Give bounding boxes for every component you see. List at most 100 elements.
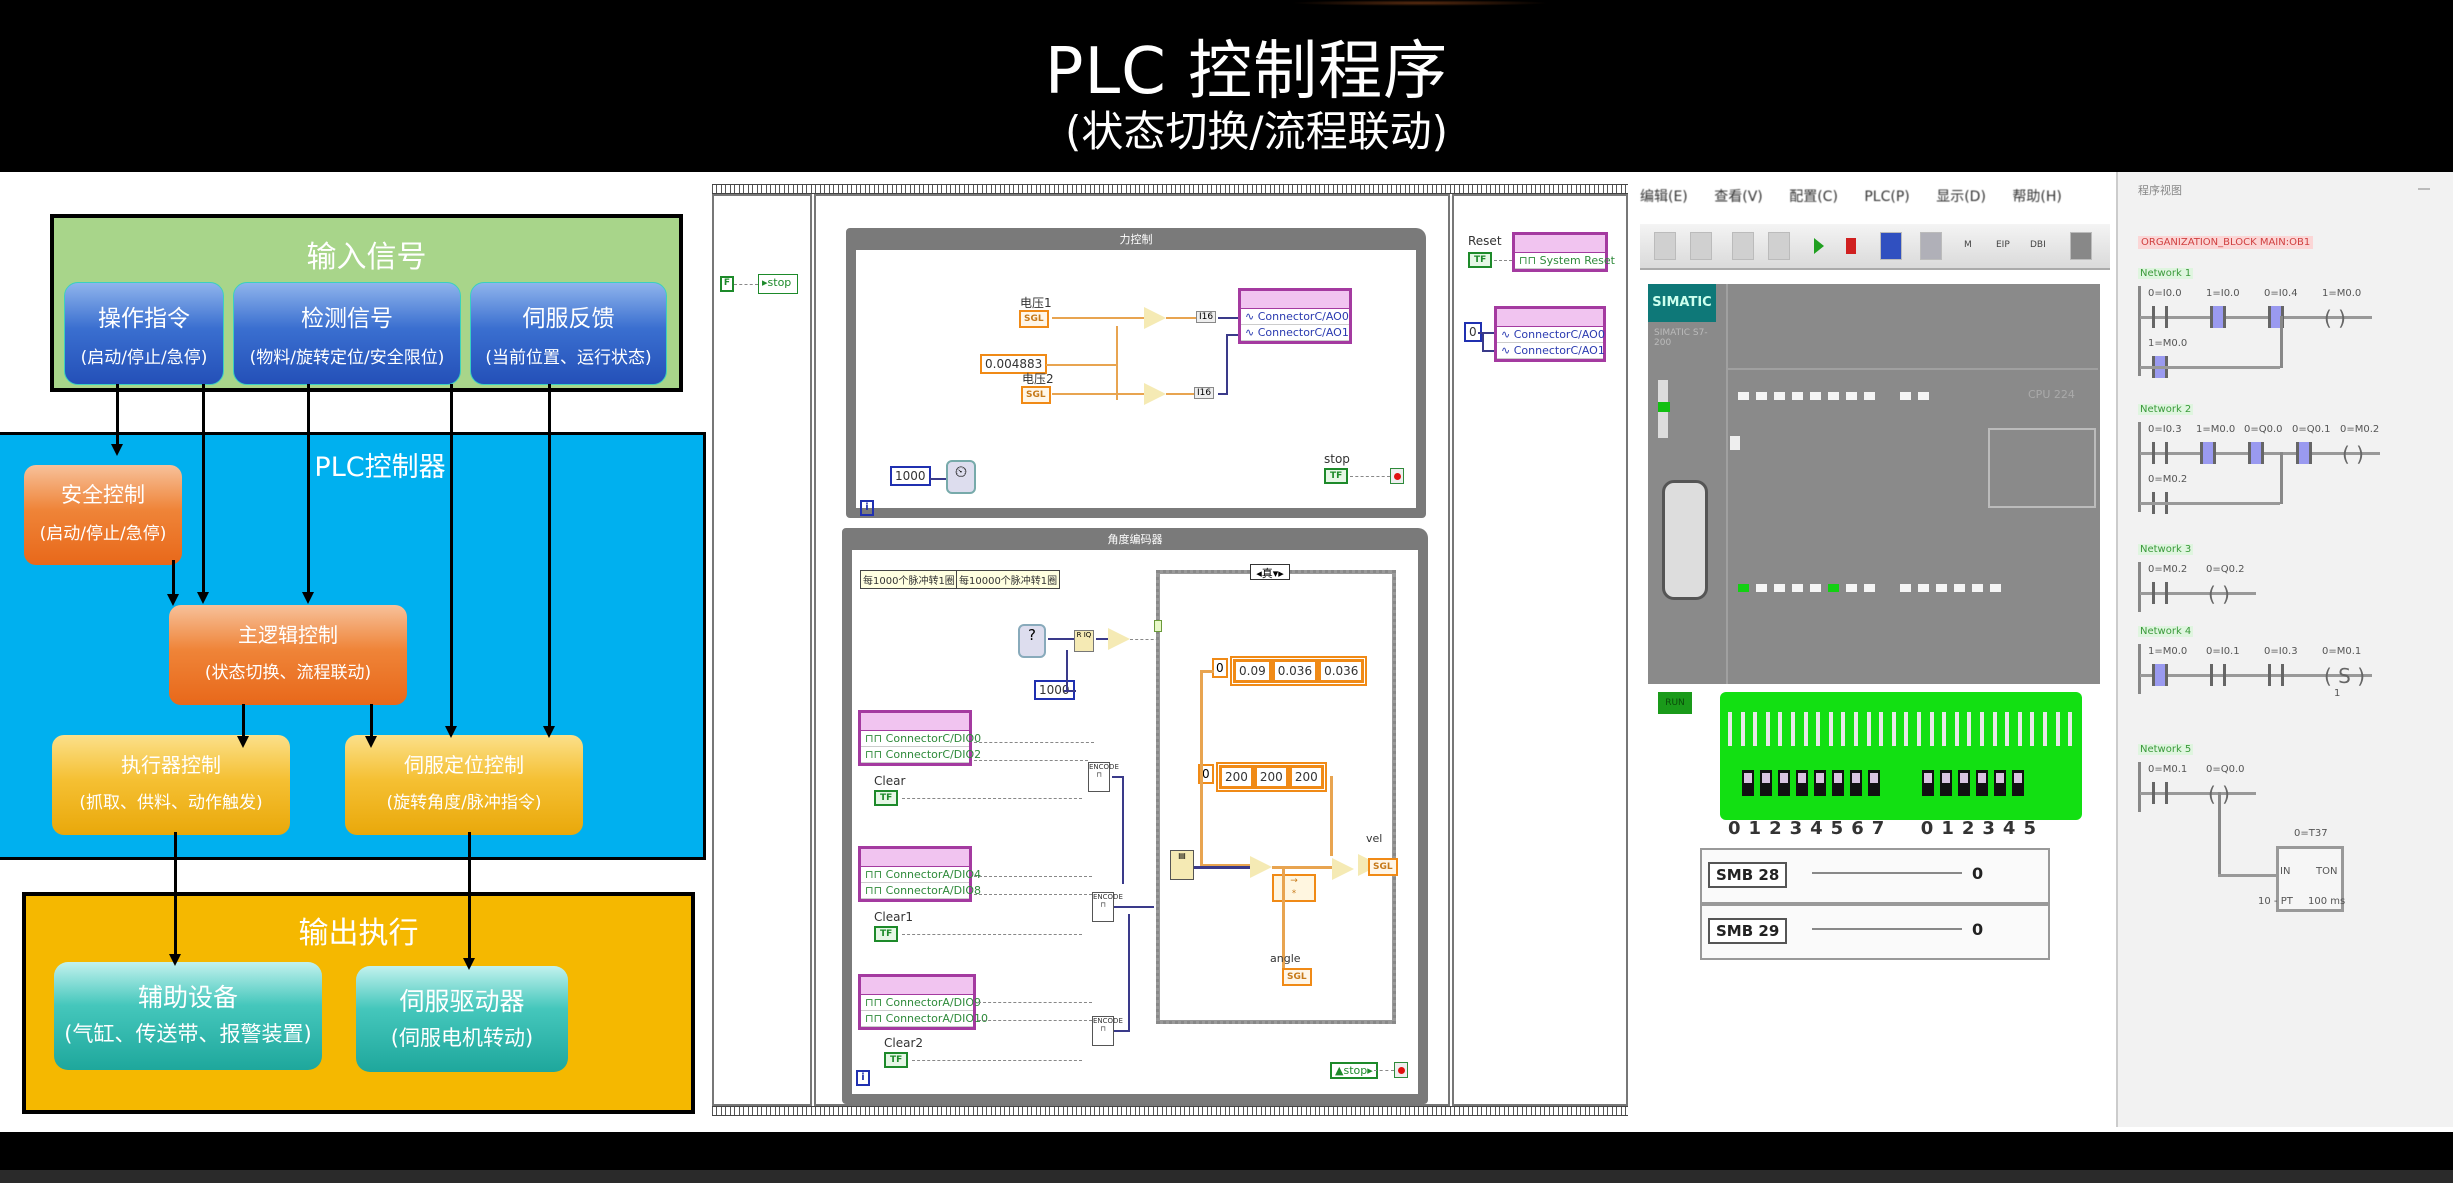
smb29-slider[interactable] — [1812, 928, 1962, 930]
menu-plc[interactable]: PLC(P) — [1864, 189, 1910, 205]
contact[interactable] — [2152, 582, 2168, 604]
encode-label: ENCODE — [1093, 1017, 1123, 1025]
channel-label: ConnectorC/AO0 — [1257, 310, 1349, 323]
terminal-slot — [2030, 712, 2035, 746]
wire — [974, 894, 1092, 895]
menu-config[interactable]: 配置(C) — [1789, 189, 1838, 205]
sequence-frame-init: F ▸stop — [712, 194, 812, 1106]
timer-preset: 10 - PT — [2258, 896, 2293, 907]
input-toggle-switch[interactable] — [1742, 770, 1754, 796]
terminal-slot — [1740, 712, 1745, 746]
open-button[interactable] — [1654, 232, 1676, 260]
array1-index[interactable]: 0 — [1212, 658, 1228, 678]
minimize-button[interactable] — [2418, 188, 2430, 190]
siemens-logo: SIMATIC — [1648, 284, 1716, 322]
contact-address: 0=M0.2 — [2148, 564, 2188, 575]
array-cell[interactable]: 200 — [1288, 765, 1324, 789]
contact[interactable] — [2200, 442, 2216, 464]
mode-switch[interactable] — [1730, 436, 1740, 450]
table-status-button[interactable] — [1920, 232, 1942, 260]
stop-control[interactable]: TF — [1324, 468, 1349, 484]
toolbar-text-btn[interactable]: DBI — [2030, 240, 2046, 250]
array-cell[interactable]: 0.036 — [1271, 659, 1319, 683]
array-cell[interactable]: 200 — [1253, 765, 1289, 789]
contact[interactable] — [2152, 782, 2168, 804]
connector-line — [202, 384, 205, 594]
box-detail: (物料/旋转定位/安全限位) — [249, 348, 445, 368]
stop-local-variable[interactable]: ▸stop — [758, 274, 798, 294]
array-cell[interactable]: 0.036 — [1318, 659, 1365, 683]
contact[interactable] — [2210, 664, 2226, 686]
stop-local-variable[interactable]: ▲stop▸ — [1330, 1062, 1378, 1079]
input-led — [1972, 584, 1983, 592]
false-constant[interactable]: F — [720, 276, 734, 292]
contact[interactable] — [2152, 442, 2168, 464]
contact[interactable] — [2210, 306, 2226, 328]
stop-button[interactable] — [1846, 238, 1856, 254]
box-detail: (启动/停止/急停) — [39, 524, 167, 544]
input-toggle-switch[interactable] — [1832, 770, 1844, 796]
contact[interactable] — [2152, 664, 2168, 686]
wait-ms-constant[interactable]: 1000 — [890, 466, 931, 486]
input-toggle-switch[interactable] — [1922, 770, 1934, 796]
input-toggle-switch[interactable] — [1976, 770, 1988, 796]
box-title: 检测信号 — [301, 306, 393, 332]
terminal-slot — [1854, 712, 1858, 746]
contact[interactable] — [2152, 306, 2168, 328]
upload-button[interactable] — [1732, 232, 1754, 260]
terminal-slot — [2055, 712, 2060, 746]
input-toggle-switch[interactable] — [1940, 770, 1952, 796]
comment-note: 每10000个脉冲转1圈 — [956, 570, 1061, 589]
array-cell[interactable]: 200 — [1219, 765, 1254, 789]
wire — [1166, 317, 1196, 319]
menu-help[interactable]: 帮助(H) — [2012, 189, 2062, 205]
download-button[interactable] — [1768, 232, 1790, 260]
contact[interactable] — [2268, 664, 2284, 686]
input-toggle-switch[interactable] — [1868, 770, 1880, 796]
input-toggle-switch[interactable] — [1958, 770, 1970, 796]
voltage2-label: 电压2 — [1022, 372, 1054, 386]
tools-button[interactable] — [2070, 232, 2092, 260]
menu-display[interactable]: 显示(D) — [1936, 189, 1986, 205]
servo-feedback-box: 伺服反馈 (当前位置、运行状态) — [470, 282, 667, 385]
smb28-slider[interactable] — [1812, 872, 1962, 874]
input-toggle-switch[interactable] — [1850, 770, 1862, 796]
save-button[interactable] — [1690, 232, 1712, 260]
voltage2-control[interactable]: SGL — [1021, 386, 1051, 404]
labview-block-diagram: F ▸stop 力控制 电压1 SGL 0.004883 电压2 SGL — [712, 184, 1628, 1116]
voltage1-control[interactable]: SGL — [1019, 310, 1049, 328]
reset-control[interactable]: TF — [1468, 252, 1493, 268]
menu-edit[interactable]: 编辑(E) — [1640, 189, 1688, 205]
input-toggle-switch[interactable] — [1760, 770, 1772, 796]
wire — [1052, 317, 1144, 319]
clear-control[interactable]: TF — [874, 790, 899, 806]
input-toggle-switch[interactable] — [2012, 770, 2024, 796]
program-status-button[interactable] — [1880, 232, 1902, 260]
case-selector[interactable]: ◂真▾▸ — [1250, 564, 1290, 580]
daq-channel: ∿ ConnectorC/AO1 — [1497, 343, 1605, 359]
modulo-constant[interactable]: 1000 — [1034, 680, 1075, 700]
run-button[interactable] — [1814, 238, 1824, 254]
contact[interactable] — [2248, 442, 2264, 464]
smb29-value: 0 — [1972, 920, 1984, 939]
wire — [1122, 776, 1124, 884]
terminal-slot — [1828, 712, 1833, 746]
output-led — [1774, 392, 1785, 400]
array-cell[interactable]: 0.09 — [1233, 659, 1272, 683]
input-led — [1846, 584, 1857, 592]
auxiliary-equipment-box: 辅助设备 (气缸、传送带、报警装置) — [54, 962, 322, 1070]
toolbar-text-btn[interactable]: M — [1964, 240, 1972, 250]
wire — [1200, 670, 1214, 673]
input-toggle-switch[interactable] — [1994, 770, 2006, 796]
input-toggle-switch[interactable] — [1778, 770, 1790, 796]
daq-digital-input-node: ⊓⊓ ConnectorA/DIO9 ⊓⊓ ConnectorA/DIO10 — [858, 974, 988, 1030]
input-toggle-switch[interactable] — [1814, 770, 1826, 796]
toolbar-text-btn[interactable]: EIP — [1996, 240, 2010, 250]
menu-view[interactable]: 查看(V) — [1714, 189, 1763, 205]
contact[interactable] — [2296, 442, 2312, 464]
clear2-control[interactable]: TF — [884, 1052, 909, 1068]
input-toggle-switch[interactable] — [1796, 770, 1808, 796]
clear1-control[interactable]: TF — [874, 926, 899, 942]
terminal-slot — [1778, 712, 1783, 746]
scale-constant[interactable]: 0.004883 — [980, 354, 1048, 374]
